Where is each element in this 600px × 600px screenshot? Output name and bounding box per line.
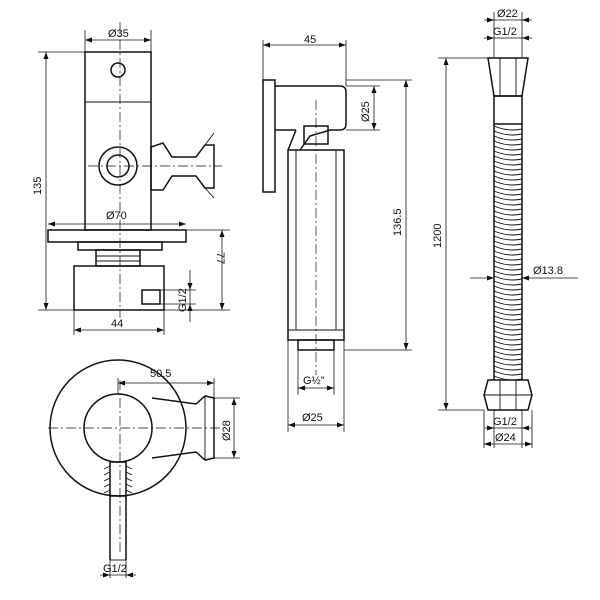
- dim-hose-length: 1200: [432, 224, 444, 248]
- dim-top-thread: G1/2: [103, 563, 127, 575]
- dim-handshower-thread: G½": [303, 375, 325, 387]
- dim-mixer-plate-diameter: Ø70: [106, 210, 127, 222]
- dim-handshower-width: 45: [304, 34, 316, 46]
- dim-mixer-height: 135: [32, 177, 44, 195]
- dim-mixer-depth: 77: [214, 252, 226, 264]
- dim-head-diameter: Ø25: [360, 101, 372, 122]
- dim-holder-offset: 50.5: [150, 368, 171, 380]
- dim-mixer-width: 44: [111, 318, 123, 330]
- dim-hose-bottom-thread: G1/2: [493, 416, 517, 428]
- dim-base-diameter: Ø25: [302, 412, 323, 424]
- dim-holder-diameter: Ø28: [221, 420, 233, 441]
- hose-view: Ø22 G1/2 1200 Ø13.8 G1/2 Ø24: [432, 8, 578, 448]
- dim-handshower-length: 136.5: [392, 208, 404, 236]
- dim-hose-top-thread: G1/2: [493, 26, 517, 38]
- mixer-top-view: 50.5 Ø28 G1/2: [48, 359, 240, 578]
- dim-hose-bottom-diameter: Ø24: [495, 432, 516, 444]
- handshower-view: 45 Ø25 136.5 G½" Ø25: [262, 34, 412, 432]
- mixer-side-view: Ø35 135 Ø70 77 G1/2 44: [32, 22, 230, 335]
- dim-hose-diameter: Ø13.8: [533, 265, 563, 277]
- dim-hose-top-diameter: Ø22: [497, 8, 518, 20]
- dim-mixer-body-diameter: Ø35: [108, 28, 129, 40]
- dim-mixer-thread: G1/2: [177, 288, 189, 312]
